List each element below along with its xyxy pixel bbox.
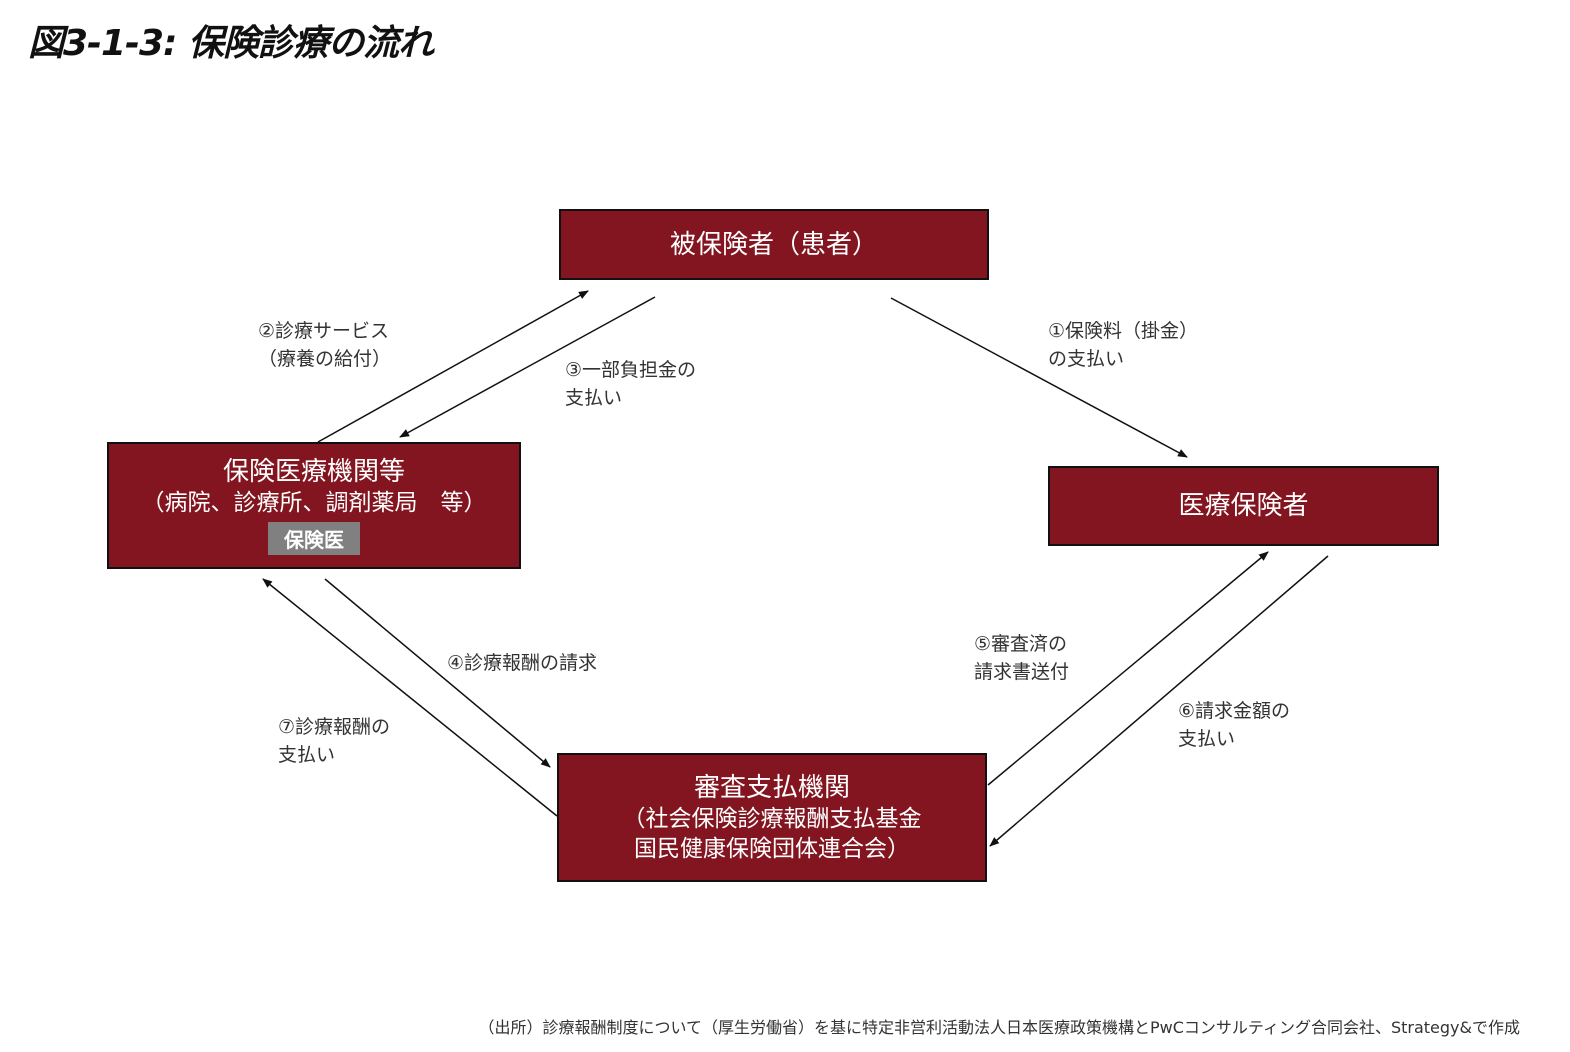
flow-label-claim: ④診療報酬の請求 xyxy=(447,652,598,674)
node-review-line3: 国民健康保険団体連合会） xyxy=(634,835,910,862)
flow-label-payment: ⑥請求金額の 支払い xyxy=(1178,700,1291,750)
flow-label-reviewed-claim: ⑤審査済の 請求書送付 xyxy=(974,633,1070,683)
node-patient-title: 被保険者（患者） xyxy=(669,229,878,260)
arrow-service xyxy=(317,290,589,443)
flow-label-copay: ③一部負担金の 支払い xyxy=(565,359,697,409)
flow-label-reimbursement: ⑦診療報酬の 支払い xyxy=(278,716,391,766)
source-footnote: （出所）診療報酬制度について（厚生労働省）を基に特定非営利活動法人日本医療政策機… xyxy=(478,1018,1521,1037)
flow-label-premium: ①保険料（掛金） の支払い xyxy=(1048,320,1199,370)
arrow-reimbursement xyxy=(262,578,558,817)
node-provider-title: 保険医療機関等 xyxy=(222,457,405,487)
insurance-doctor-badge: 保険医 xyxy=(268,522,360,555)
node-review-title: 審査支払機関 xyxy=(693,772,850,803)
arrow-claim xyxy=(324,578,551,768)
arrow-reviewed-claim xyxy=(987,551,1269,786)
arrow-premium xyxy=(890,297,1188,458)
arrow-copay xyxy=(399,296,656,438)
arrow-payment xyxy=(989,555,1329,847)
flow-label-service: ②診療サービス （療養の給付） xyxy=(258,320,392,370)
node-review-line2: （社会保険診療報酬支払基金 xyxy=(622,805,922,832)
node-patient: 被保険者（患者） xyxy=(559,209,989,280)
node-review: 審査支払機関 （社会保険診療報酬支払基金 国民健康保険団体連合会） xyxy=(557,753,987,882)
node-provider-subtitle: （病院、診療所、調剤薬局 等） xyxy=(141,490,487,516)
figure-title: 図3-1-3: 保険診療の流れ xyxy=(28,23,434,64)
node-provider: 保険医療機関等 （病院、診療所、調剤薬局 等） 保険医 xyxy=(107,442,521,569)
node-insurer: 医療保険者 xyxy=(1048,466,1439,546)
node-insurer-title: 医療保険者 xyxy=(1178,491,1309,521)
